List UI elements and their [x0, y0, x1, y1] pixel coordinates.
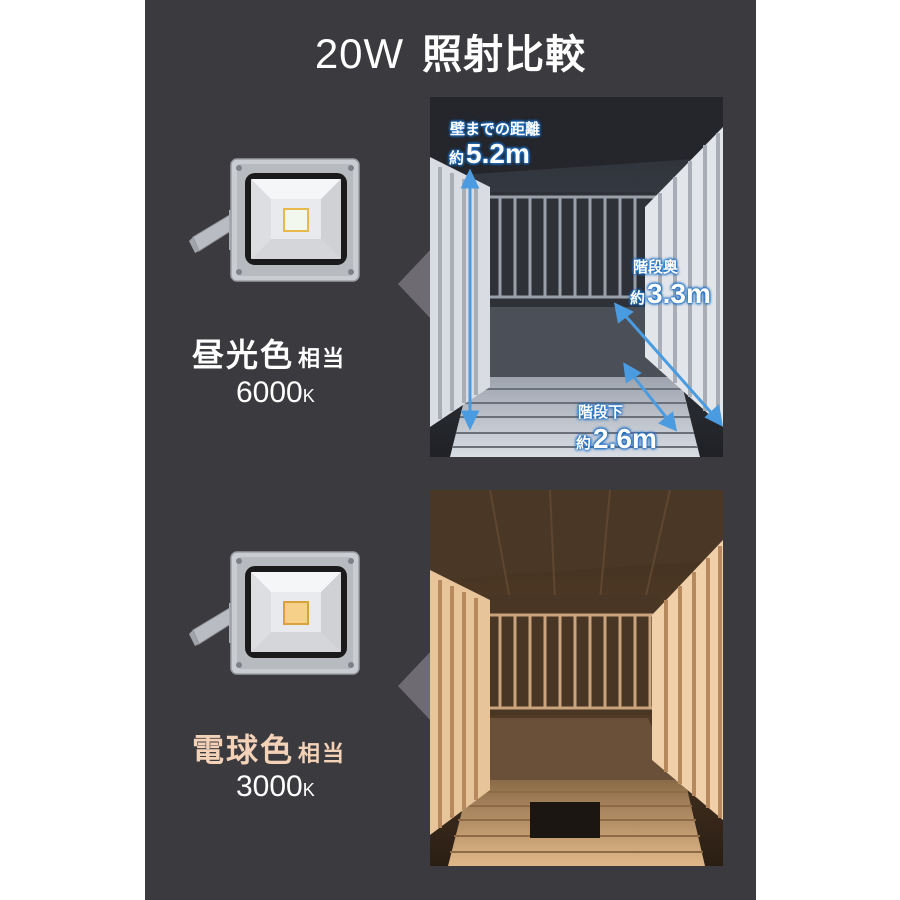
led-chip-daylight: [285, 210, 307, 230]
annotation-back-prefix: 約: [630, 289, 646, 307]
warm-kelvin-value: 3000: [236, 770, 303, 803]
daylight-suffix: 相当: [298, 347, 347, 372]
warm-color-label: 電球色相当: [192, 725, 346, 771]
measurement-arrows: [460, 168, 723, 432]
staircase-daylight-photo: [430, 97, 723, 457]
warm-suffix: 相当: [298, 742, 347, 767]
annotation-down-label: 階段下: [578, 403, 624, 421]
pointer-daylight: [398, 248, 432, 320]
annotation-down-number: 2.6m: [593, 423, 657, 454]
annotation-wall-number: 5.2m: [466, 138, 530, 169]
warm-kelvin-unit: K: [302, 780, 315, 800]
title-text: 照射比較: [422, 32, 587, 78]
pointer-warm: [398, 650, 432, 722]
annotation-wall-value: 約5.2m: [449, 138, 530, 170]
daylight-kelvin-value: 6000: [236, 376, 303, 409]
warm-kelvin: 3000K: [236, 770, 315, 804]
daylight-kelvin-unit: K: [302, 386, 315, 406]
staircase-warm-photo: [430, 490, 723, 866]
floodlight-warm-image: [189, 551, 360, 675]
annotation-back-number: 3.3m: [647, 278, 711, 309]
annotation-down-value: 約2.6m: [576, 423, 657, 455]
title-wattage: 20W: [314, 30, 405, 77]
annotation-wall-prefix: 約: [449, 149, 465, 167]
annotation-back-label: 階段奥: [633, 258, 679, 276]
annotation-back-value: 約3.3m: [630, 278, 711, 310]
annotation-down-prefix: 約: [576, 434, 592, 452]
daylight-color-name: 昼光色: [192, 336, 295, 374]
led-chip-warm: [285, 603, 307, 623]
annotation-wall-label: 壁までの距離: [450, 120, 541, 138]
daylight-kelvin: 6000K: [236, 376, 315, 410]
page-title: 20W 照射比較: [145, 22, 756, 80]
daylight-color-label: 昼光色相当: [192, 330, 346, 376]
warm-color-name: 電球色: [192, 731, 295, 769]
floodlight-daylight-image: [189, 158, 360, 282]
